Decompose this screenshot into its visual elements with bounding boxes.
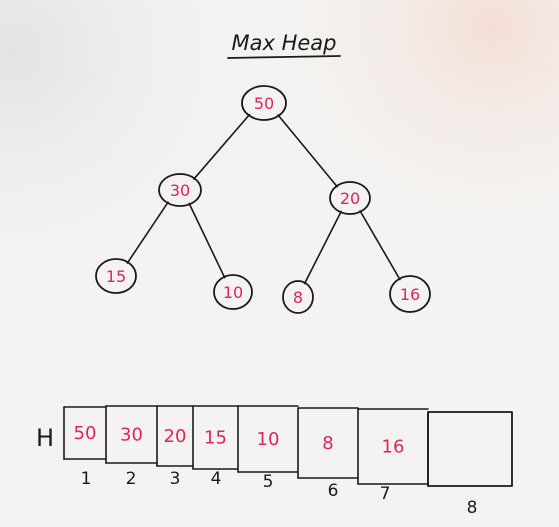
array-value: 50 xyxy=(74,423,97,444)
array-value: 10 xyxy=(257,429,280,450)
array-cell-6: 8 xyxy=(297,407,359,479)
node-circle xyxy=(95,258,137,294)
node-circle xyxy=(329,181,371,215)
title-underline xyxy=(227,55,341,59)
array-value: 20 xyxy=(164,426,187,447)
tree-edge-n30-n10 xyxy=(188,202,226,279)
node-value: 16 xyxy=(400,285,420,304)
tree-node-20: 20 xyxy=(329,181,371,215)
tree-node-16: 16 xyxy=(389,275,431,313)
node-value: 15 xyxy=(106,267,126,286)
array-value: 8 xyxy=(322,433,333,454)
tree-edge-n50-n30 xyxy=(193,113,251,180)
array-value: 15 xyxy=(204,428,227,449)
array-value: 16 xyxy=(382,437,405,458)
array-index-1: 1 xyxy=(81,469,92,489)
tree-node-8: 8 xyxy=(282,280,314,314)
node-circle xyxy=(241,85,287,121)
node-value: 8 xyxy=(293,288,303,307)
tree-node-10: 10 xyxy=(213,274,253,310)
array-index-4: 4 xyxy=(211,469,222,489)
array-index-2: 2 xyxy=(126,469,137,489)
array-index-3: 3 xyxy=(170,469,181,489)
tree-node-15: 15 xyxy=(95,258,137,294)
array-index-5: 5 xyxy=(263,472,274,492)
node-circle xyxy=(389,275,431,313)
tree-node-50: 50 xyxy=(241,85,287,121)
array-indices: 1 2 3 4 5 6 7 8 xyxy=(81,469,478,518)
tree-edge-n50-n20 xyxy=(277,114,339,188)
array-index-6: 6 xyxy=(328,481,339,501)
array-label: H xyxy=(36,424,54,452)
array-value: 30 xyxy=(120,425,143,446)
array-cell-3: 20 xyxy=(156,405,194,467)
array-cell-1: 50 xyxy=(63,406,107,460)
node-value: 50 xyxy=(254,94,274,113)
array-index-8: 8 xyxy=(467,498,478,518)
tree-edge-n20-n16 xyxy=(359,210,401,281)
tree-edges xyxy=(126,113,401,285)
array-index-7: 7 xyxy=(380,484,391,504)
tree-edge-n30-n15 xyxy=(126,201,169,264)
tree-node-30: 30 xyxy=(158,173,202,207)
node-value: 20 xyxy=(340,189,360,208)
array-cell-4: 15 xyxy=(192,405,239,470)
node-circle xyxy=(213,274,253,310)
tree-edge-n20-n8 xyxy=(303,210,342,285)
node-value: 10 xyxy=(223,283,243,302)
node-circle xyxy=(158,173,202,207)
array-cell-5: 10 xyxy=(237,405,299,473)
array-cell-7: 16 xyxy=(357,408,429,485)
page-title: Max Heap xyxy=(232,31,337,55)
tree-nodes: 50 30 20 15 10 8 16 xyxy=(95,85,431,314)
heap-array: 50 30 20 15 10 8 16 xyxy=(63,405,513,487)
node-value: 30 xyxy=(170,181,190,200)
array-cell-2: 30 xyxy=(105,405,158,464)
node-circle xyxy=(282,280,314,314)
